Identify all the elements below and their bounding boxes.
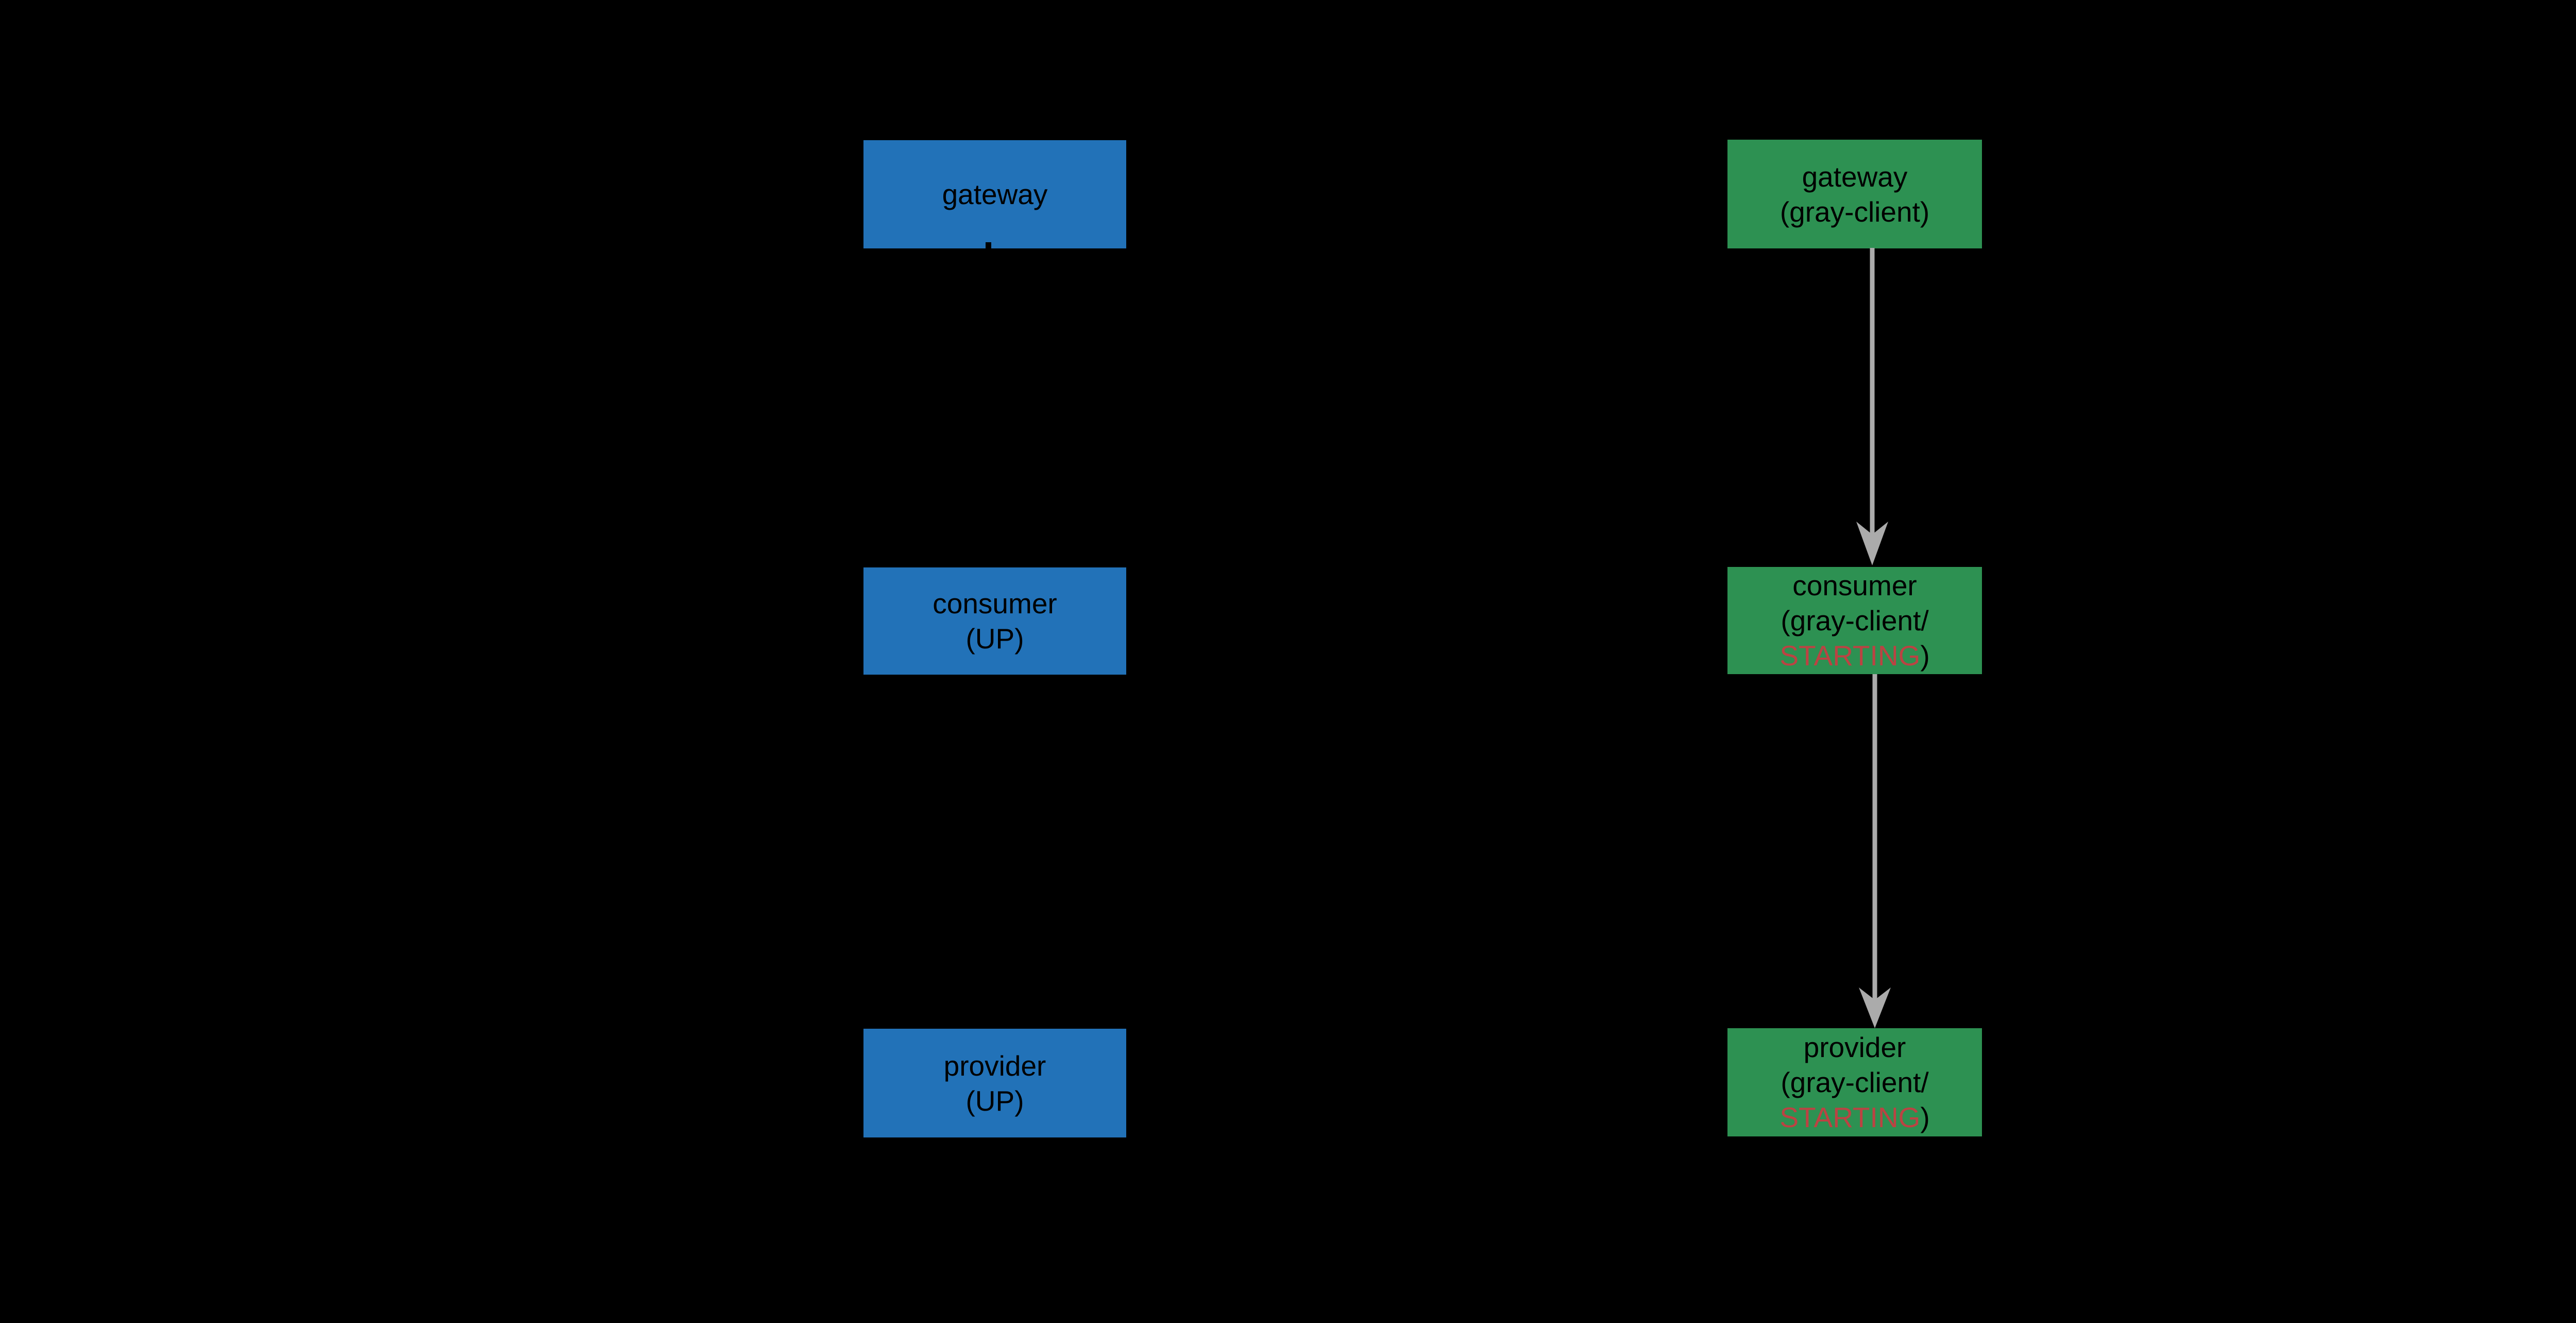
node-green-consumer: consumer (gray-client/ STARTING) (1727, 567, 1982, 674)
node-label: gateway (942, 178, 1048, 210)
arrow-consumer-to-provider-icon (1859, 674, 1891, 1028)
node-status-line: STARTING) (1780, 638, 1929, 673)
node-blue-consumer: consumer (UP) (863, 567, 1126, 675)
node-green-provider: provider (gray-client/ STARTING) (1727, 1028, 1982, 1136)
arrow-gateway-to-consumer-icon (1856, 248, 1888, 565)
status-text: STARTING (1780, 640, 1921, 672)
status-suffix: ) (1920, 1101, 1930, 1133)
node-client-line: (gray-client/ (1781, 1066, 1929, 1098)
black-arrow-stub (986, 242, 991, 253)
node-client-line: (gray-client) (1780, 195, 1930, 228)
node-status-line: (UP) (965, 623, 1024, 655)
node-label: consumer (933, 588, 1057, 619)
node-status-line: STARTING) (1780, 1100, 1929, 1135)
node-label: gateway (1802, 160, 1908, 193)
node-label: provider (943, 1049, 1046, 1082)
node-blue-provider: provider (UP) (863, 1029, 1126, 1137)
node-status-line: (UP) (965, 1084, 1024, 1117)
status-suffix: ) (1920, 640, 1930, 672)
status-text: STARTING (1780, 1101, 1921, 1133)
node-label: provider (1803, 1031, 1906, 1063)
node-label: consumer (1792, 570, 1917, 601)
node-client-line: (gray-client/ (1781, 605, 1929, 637)
node-blue-gateway: gateway (863, 140, 1126, 248)
node-green-gateway: gateway (gray-client) (1727, 140, 1982, 248)
